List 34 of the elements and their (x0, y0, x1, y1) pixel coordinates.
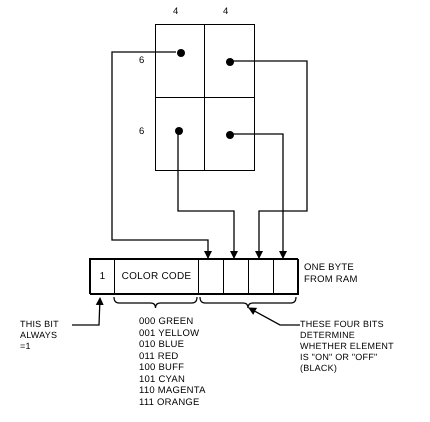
leader-line (72, 297, 104, 326)
color-code-entry: 111 ORANGE (139, 396, 200, 408)
bit-cell (273, 259, 299, 295)
grid-cell (204, 24, 255, 98)
dimension-label: 6 (139, 126, 145, 137)
grid-cell (155, 24, 205, 98)
grid-cell (155, 97, 205, 171)
dimension-label: 6 (139, 55, 145, 66)
byte-register (89, 258, 298, 294)
annotation-text: THIS BIT ALWAYS =1 (20, 319, 70, 361)
curly-brace (199, 297, 297, 308)
color-code-entry: 101 CYAN (139, 374, 186, 384)
color-code-entry: 001 YELLOW (139, 328, 200, 338)
color-code-entry: 100 BUFF (139, 362, 184, 373)
dimension-label: 4 (173, 6, 179, 17)
color-code-entry: 110 MAGENTA (139, 385, 206, 396)
register-cell: COLOR CODE (114, 259, 199, 295)
connector-arrow (233, 133, 287, 259)
register-cell: 1 (90, 259, 115, 295)
curly-brace (113, 297, 198, 308)
bit-cell (198, 259, 224, 295)
connector-arrow (177, 134, 238, 259)
color-code-entry: 010 BLUE (139, 339, 184, 350)
leader-line (248, 307, 300, 326)
connector-arrow (233, 60, 308, 259)
annotation-text: THESE FOUR BITS DETERMINE WHETHER ELEMENT IS "ON" OR "OFF" (BLACK) (300, 319, 394, 389)
caption-text: ONE BYTE FROM RAM (304, 262, 359, 286)
connector-arrow (111, 51, 212, 259)
bit-cell (223, 259, 249, 295)
color-code-entry: 000 GREEN (139, 316, 194, 327)
grid-cell (204, 97, 255, 171)
bit-cell (248, 259, 274, 295)
dimension-label: 4 (223, 6, 229, 17)
color-code-entry: 011 RED (139, 350, 179, 362)
